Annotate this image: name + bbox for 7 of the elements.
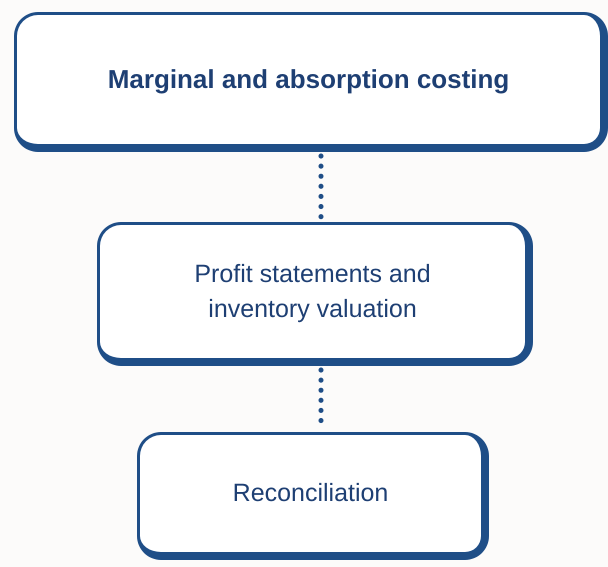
box-label: Profit statements and inventory valuation	[193, 258, 432, 324]
dotted-connector	[318, 154, 324, 220]
box-label: Reconciliation	[232, 478, 388, 509]
rounded-box	[97, 222, 533, 366]
rounded-box	[137, 432, 489, 560]
rounded-box	[14, 12, 608, 152]
heading: Marginal and absorption costing	[108, 63, 510, 96]
